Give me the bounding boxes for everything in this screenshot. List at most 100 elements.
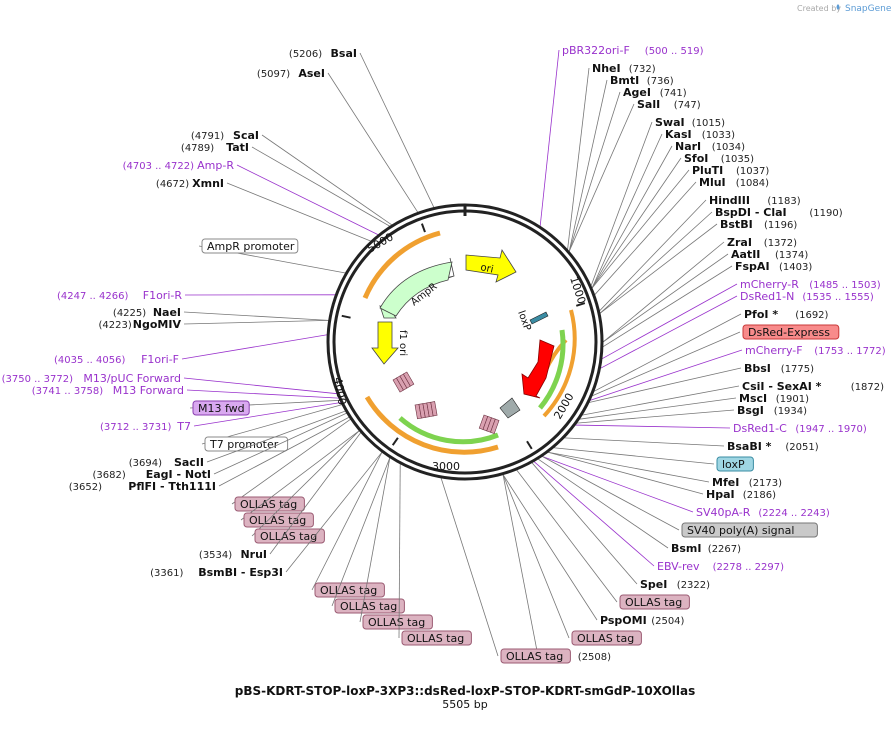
enzyme-label[interactable]: NruI(3534)	[199, 432, 362, 561]
enzyme-label[interactable]: FspAI(1403)	[602, 260, 812, 348]
enzyme-label[interactable]: SalI(747)	[568, 98, 701, 252]
feature-label[interactable]: OLLAS tag	[398, 463, 472, 646]
enzyme-label[interactable]: ScaI(4791)	[191, 129, 393, 226]
feature-label[interactable]: AmpR promoter	[198, 238, 346, 274]
enzyme-label[interactable]: HpaI(2186)	[547, 451, 776, 501]
feature-label[interactable]: OLLAS tag	[240, 430, 360, 528]
enzyme-position: (4789)	[181, 143, 214, 154]
feature-label[interactable]: DsRed-Express	[591, 324, 840, 397]
feature-name: OLLAS tag	[577, 632, 634, 645]
feature-label[interactable]: OLLAS tag	[359, 457, 433, 630]
primer-label[interactable]: M13 Forward(3741 .. 3758)	[32, 384, 339, 399]
enzyme-label[interactable]: SwaI(1015)	[590, 116, 725, 287]
feature-label[interactable]: M13 fwd	[189, 399, 340, 416]
primer-label[interactable]: Amp-R(4703 .. 4722)	[123, 159, 379, 236]
enzyme-label[interactable]: MluI(1084)	[594, 176, 769, 296]
feature-label[interactable]: OLLAS tag	[251, 430, 360, 544]
primer-label[interactable]: mCherry-R(1485 .. 1503)	[601, 278, 881, 360]
enzyme-name: SacII	[174, 456, 204, 469]
feature-label[interactable]: OLLAS tag	[516, 469, 690, 610]
enzyme-position: (1084)	[736, 178, 769, 189]
enzyme-label[interactable]: BstBI(1196)	[599, 218, 797, 314]
enzyme-position: (1403)	[779, 262, 812, 273]
enzyme-label[interactable]: PfoI *(1692)	[593, 308, 829, 392]
feature-box	[619, 594, 690, 610]
enzyme-label[interactable]: BsmI(2267)	[537, 458, 741, 555]
feature-label[interactable]: SV40 poly(A) signal	[541, 456, 818, 538]
primer-label[interactable]: F1ori-R(4247 .. 4266)	[57, 289, 336, 302]
enzyme-label[interactable]: MfeI(2173)	[547, 451, 782, 489]
enzyme-name: SalI	[637, 98, 660, 111]
enzyme-label[interactable]: PspOMI(2504)	[502, 474, 685, 627]
primer-range: (4247 .. 4266)	[57, 291, 129, 302]
enzyme-label[interactable]: HindIII(1183)	[599, 194, 801, 312]
feature-label[interactable]: OLLAS tag	[502, 474, 642, 646]
enzyme-label[interactable]: CsiI - SexAI *(1872)	[581, 380, 884, 416]
leader-line	[359, 457, 391, 623]
enzyme-label[interactable]: MscI(1901)	[579, 392, 809, 420]
feature-box	[716, 456, 754, 472]
feature-label[interactable]: T7 promoter	[201, 404, 343, 452]
enzyme-label[interactable]: BbsI (1775)	[588, 362, 814, 403]
feature-label[interactable]: OLLAS tag	[231, 418, 351, 512]
enzyme-label[interactable]: XmnI(4672)	[156, 177, 372, 242]
plasmid-length: 5505 bp	[442, 698, 487, 711]
enzyme-label[interactable]: BsaBI *(2051)	[564, 437, 819, 453]
primer-label[interactable]: T7(3712 .. 3731)	[100, 402, 342, 433]
leader-line	[591, 157, 682, 289]
primer-label[interactable]: mCherry-F(1753 .. 1772)	[589, 344, 886, 401]
primer-name: mCherry-F	[745, 344, 803, 357]
enzyme-label[interactable]: BspDI - ClaI(1190)	[599, 206, 843, 314]
enzyme-label[interactable]: BsaI(5206)	[289, 47, 435, 208]
tick-mark	[420, 223, 426, 233]
enzyme-label[interactable]: EagI - NotI(3682)	[93, 412, 347, 481]
enzyme-name: BsgI	[737, 404, 764, 417]
enzyme-position: (4225)	[113, 308, 146, 319]
primer-label[interactable]: SV40pA-R(2224 .. 2243)	[542, 456, 830, 519]
enzyme-label[interactable]: AgeI(741)	[568, 86, 687, 252]
enzyme-label[interactable]: NheI(732)	[567, 62, 656, 250]
enzyme-label[interactable]: SpeI(2322)	[531, 462, 710, 591]
feature-label[interactable]: loxP	[553, 447, 754, 472]
enzyme-label[interactable]: PflFI - Tth111I(3652)	[69, 416, 350, 493]
feature-label[interactable]: OLLAS tag	[440, 477, 571, 664]
enzyme-label[interactable]: NgoMIV(4223)	[99, 318, 329, 331]
enzyme-label[interactable]: SfoI(1035)	[591, 152, 754, 289]
enzyme-position: (2504)	[651, 616, 684, 627]
enzyme-label[interactable]: BsmBI - Esp3I(3361)	[150, 451, 383, 579]
feature-box	[571, 630, 642, 646]
enzyme-label[interactable]: NaeI (4225)	[113, 306, 329, 321]
enzyme-position: (1034)	[712, 142, 745, 153]
leader-line	[537, 458, 669, 549]
primer-label[interactable]: pBR322ori-F(500 .. 519)	[539, 44, 704, 227]
enzyme-label[interactable]: PluTI(1037)	[591, 164, 769, 289]
enzyme-label[interactable]: BmtI(736)	[568, 74, 674, 252]
feature-name: loxP	[722, 458, 745, 471]
leader-line	[502, 474, 570, 639]
ampr-body	[379, 261, 453, 317]
leader-line	[600, 295, 738, 369]
leader-line	[285, 451, 383, 573]
enzyme-label[interactable]: AatII(1374)	[602, 248, 808, 343]
primer-label[interactable]: DsRed1-N(1535 .. 1555)	[600, 290, 874, 369]
primer-label[interactable]: F1ori-F(4035 .. 4056)	[54, 334, 328, 366]
leader-line	[240, 430, 360, 521]
feature-label[interactable]: OLLAS tag	[331, 457, 405, 614]
feature-label[interactable]: OLLAS tag	[311, 452, 385, 598]
enzyme-position: (1775)	[781, 364, 814, 375]
primer-label[interactable]: M13/pUC Forward(3750 .. 3772)	[2, 372, 338, 395]
enzyme-label[interactable]: SacII(3694)	[129, 410, 346, 469]
leader-line	[231, 418, 351, 505]
enzyme-label[interactable]: TatI(4789)	[181, 141, 391, 227]
primer-name: Amp-R	[197, 159, 234, 172]
primer-label[interactable]: DsRed1-C(1947 .. 1970)	[575, 422, 867, 435]
enzyme-label[interactable]: KasI(1033)	[591, 128, 735, 289]
enzyme-name: BbsI	[744, 362, 771, 375]
enzyme-name: NaeI	[153, 306, 181, 319]
enzyme-label[interactable]: ZraI(1372)	[602, 236, 797, 343]
enzyme-label[interactable]: BsgI(1934)	[576, 404, 808, 424]
leader-line	[539, 49, 560, 227]
enzyme-label[interactable]: AseI(5097)	[257, 67, 419, 213]
primer-label[interactable]: EBV-rev(2278 .. 2297)	[533, 461, 784, 573]
enzyme-label[interactable]: NarI(1034)	[591, 140, 745, 289]
